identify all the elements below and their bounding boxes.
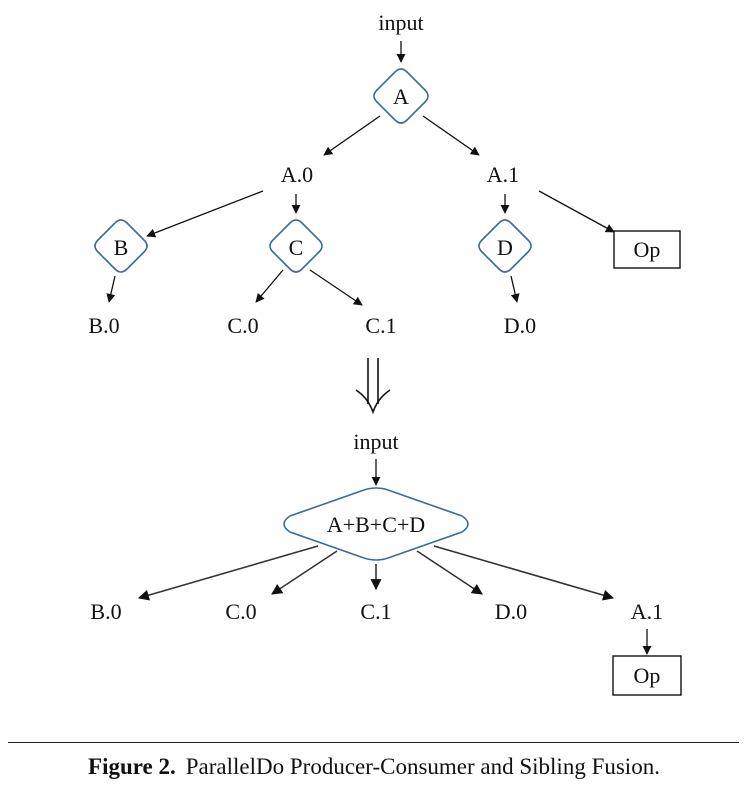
output-b0-label: B.0 xyxy=(88,313,119,338)
edge-c-c1 xyxy=(309,269,363,306)
output-d0-label: D.0 xyxy=(504,313,536,338)
fused-a1-label: A.1 xyxy=(631,599,663,624)
edge-c-c0 xyxy=(255,269,284,303)
figure-caption: Figure 2. ParallelDo Producer-Consumer an… xyxy=(0,754,748,780)
caption-label: Figure 2. xyxy=(88,754,176,779)
node-b-label: B xyxy=(114,235,129,260)
edge-fused-d0 xyxy=(416,550,483,595)
output-a0-label: A.0 xyxy=(281,162,313,187)
fused-c0-label: C.0 xyxy=(225,599,256,624)
output-c1-label: C.1 xyxy=(365,313,396,338)
node-fused-label: A+B+C+D xyxy=(327,512,425,537)
input-label-bottom: input xyxy=(353,429,398,454)
edge-a1-op xyxy=(538,190,615,233)
node-d-label: D xyxy=(497,235,513,260)
node-c-label: C xyxy=(289,235,304,260)
fusion-diagram: input A A.0 A.1 B C D Op B.0 C.0 C.1 D.0… xyxy=(88,10,682,696)
node-a xyxy=(373,68,429,124)
caption-text: ParallelDo Producer-Consumer and Sibling… xyxy=(185,754,660,779)
input-label-top: input xyxy=(378,10,423,35)
op-box-top xyxy=(613,230,681,269)
node-fused xyxy=(283,487,469,561)
fused-c1-label: C.1 xyxy=(360,599,391,624)
node-c xyxy=(269,219,323,273)
output-a1-label: A.1 xyxy=(487,162,519,187)
edge-a-a1 xyxy=(422,115,480,156)
edge-b-b0 xyxy=(106,275,116,303)
edge-d-d0 xyxy=(510,275,520,303)
edge-a0-b xyxy=(146,190,264,238)
edge-fused-b0 xyxy=(137,545,319,601)
output-c0-label: C.0 xyxy=(227,313,258,338)
fused-b0-label: B.0 xyxy=(90,599,121,624)
edge-a-a0 xyxy=(323,115,381,156)
op-box-bottom xyxy=(612,655,682,696)
node-a-label: A xyxy=(393,84,409,109)
node-b xyxy=(94,219,148,273)
edge-fused-c0 xyxy=(271,550,338,595)
edge-fused-a1 xyxy=(433,545,615,601)
node-d xyxy=(478,219,532,273)
op-label-bottom: Op xyxy=(634,663,661,688)
op-label-top: Op xyxy=(634,237,661,262)
caption-rule xyxy=(8,742,739,743)
fused-d0-label: D.0 xyxy=(495,599,527,624)
double-down-arrow-icon xyxy=(355,358,391,415)
